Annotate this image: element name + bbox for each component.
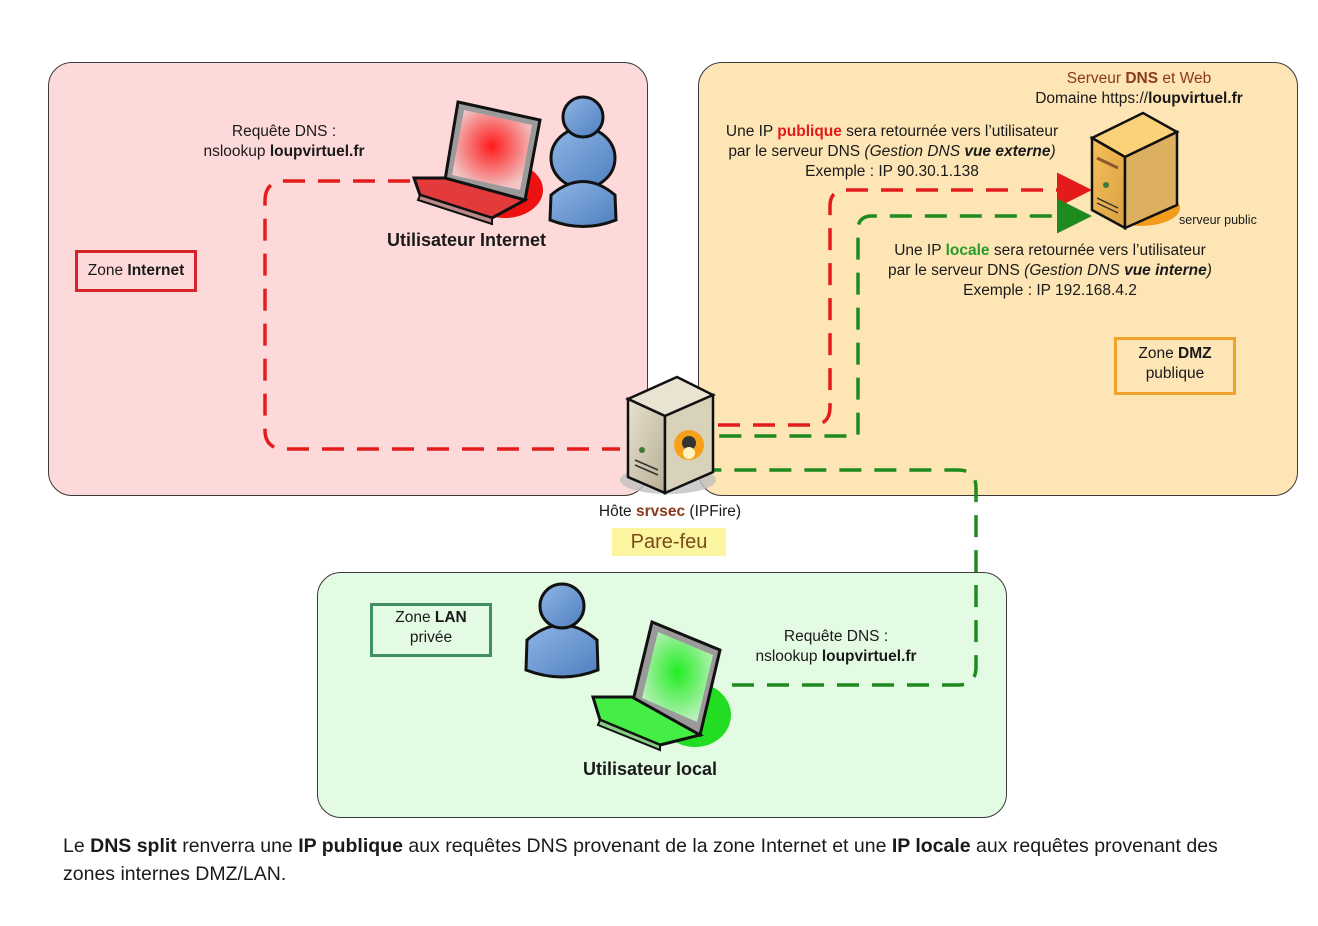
- diagram-caption: Le DNS split renverra une IP publique au…: [63, 832, 1263, 888]
- laptop-icon-internet: [411, 100, 543, 226]
- text-fragment: renverra une: [176, 835, 299, 857]
- text-fragment: par le serveur DNS: [728, 143, 865, 160]
- text-fragment: (IPFire): [685, 503, 742, 520]
- zone-label-prefix: Zone: [87, 262, 128, 279]
- server-title-suffix: et Web: [1158, 70, 1212, 87]
- ip-local-highlight: locale: [945, 242, 990, 259]
- text-fragment: Une IP: [725, 123, 778, 140]
- caption-term-dns-split: DNS split: [90, 835, 177, 857]
- text-fragment: Une IP: [894, 242, 946, 259]
- text-fragment: aux requêtes provenant des zones interne…: [63, 835, 1218, 885]
- zone-label-prefix: Zone: [1138, 345, 1179, 362]
- caption-term-ip-publique: IP publique: [298, 835, 403, 857]
- text-fragment: ): [1206, 262, 1212, 279]
- text-fragment: Le: [63, 835, 91, 857]
- view-name-internal: vue interne: [1124, 262, 1207, 279]
- external-response-path: [718, 172, 1092, 427]
- zone-internet: [48, 62, 648, 496]
- laptop-icon-local: [590, 619, 731, 752]
- internal-request-path: [712, 468, 978, 687]
- user-icon-internet: [548, 95, 618, 228]
- request-command: nslookup: [755, 648, 822, 665]
- text-fragment: ): [1050, 143, 1056, 160]
- internal-view-text: Une IP locale sera retournée vers l’util…: [858, 241, 1242, 301]
- dns-server-caption: serveur public: [1179, 213, 1257, 227]
- request-domain: loupvirtuel.fr: [269, 143, 365, 160]
- firewall-server-icon: [620, 375, 716, 495]
- ip-public-highlight: publique: [777, 123, 842, 140]
- text-fragment: (Gestion DNS: [1024, 262, 1125, 279]
- zone-label-name: DMZ: [1178, 345, 1212, 362]
- internal-ip-example: Exemple : IP 192.168.4.2: [963, 282, 1137, 299]
- zone-lan-label: Zone LAN privée: [370, 603, 492, 657]
- text-fragment: aux requêtes DNS provenant de la zone In…: [402, 835, 892, 857]
- zone-label-prefix: Zone: [395, 609, 435, 626]
- zone-internet-label: Zone Internet: [75, 250, 197, 292]
- zone-label-qualifier: publique: [1145, 365, 1205, 382]
- server-title-prefix: Serveur: [1066, 70, 1126, 87]
- zone-label-name: Internet: [127, 262, 185, 279]
- zone-label-qualifier: privée: [409, 629, 453, 646]
- text-fragment: (Gestion DNS: [864, 143, 965, 160]
- caption-term-ip-locale: IP locale: [891, 835, 971, 857]
- external-view-text: Une IP publique sera retournée vers l’ut…: [700, 122, 1084, 182]
- text-fragment: Hôte: [598, 503, 636, 520]
- server-domain: loupvirtuel.fr: [1148, 90, 1243, 107]
- text-fragment: par le serveur DNS: [888, 262, 1025, 279]
- internet-user-title: Utilisateur Internet: [387, 230, 547, 250]
- dns-server-title: Serveur DNS et Web Domaine https://loupv…: [1020, 69, 1258, 109]
- local-user-title: Utilisateur local: [583, 759, 718, 779]
- firewall-host-label: Hôte srvsec (IPFire): [588, 502, 752, 522]
- request-domain: loupvirtuel.fr: [821, 648, 917, 665]
- internet-dns-request: Requête DNS : nslookup loupvirtuel.fr: [196, 122, 372, 162]
- zone-dmz-label: Zone DMZ publique: [1114, 337, 1236, 395]
- local-dns-request: Requête DNS : nslookup loupvirtuel.fr: [748, 627, 924, 667]
- view-name-external: vue externe: [964, 143, 1051, 160]
- request-label: Requête DNS :: [783, 628, 889, 645]
- text-fragment: sera retournée vers l’utilisateur: [841, 123, 1059, 140]
- firewall-hostname: srvsec: [635, 503, 686, 520]
- user-icon-local: [524, 582, 600, 679]
- external-ip-example: Exemple : IP 90.30.1.138: [805, 163, 979, 180]
- server-title-dns: DNS: [1125, 70, 1159, 87]
- server-domain-prefix: Domaine https://: [1035, 90, 1149, 107]
- request-command: nslookup: [203, 143, 270, 160]
- dns-server-icon: [1089, 111, 1180, 231]
- text-fragment: sera retournée vers l’utilisateur: [989, 242, 1206, 259]
- zone-label-name: LAN: [434, 609, 467, 626]
- firewall-label: Pare-feu: [612, 528, 726, 556]
- request-label: Requête DNS :: [231, 123, 337, 140]
